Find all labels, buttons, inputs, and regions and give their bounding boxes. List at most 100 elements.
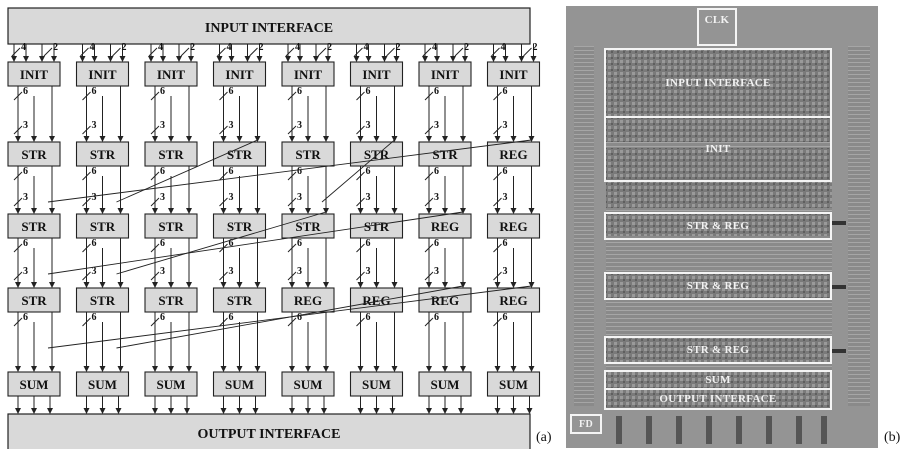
bus2-c7-tick [524, 48, 532, 56]
block-label-r1-c7: REG [499, 147, 527, 162]
bus3-r0-c3-label: 3 [229, 120, 234, 131]
bus4-c6-label: 4 [432, 42, 437, 53]
block-label-r2-c7: REG [499, 219, 527, 234]
bus4-c3-label: 4 [227, 42, 232, 53]
bus6-r1-c7-label: 6 [503, 166, 508, 177]
bus4-c2-tick [149, 48, 157, 56]
chip-clk-region: CLK [697, 8, 737, 46]
bus6-r0-c1-label: 6 [92, 86, 97, 97]
bus6-r1-c6-label: 6 [434, 166, 439, 177]
bus6-r0-c6-label: 6 [434, 86, 439, 97]
bus3-r0-c2-label: 3 [160, 120, 165, 131]
bus6-r3-c1-label: 6 [92, 312, 97, 323]
bus3-r0-c6-label: 3 [434, 120, 439, 131]
bus3-r1-c4-label: 3 [297, 192, 302, 203]
bus2-c4-tick [318, 48, 326, 56]
block-label-r2-c1: STR [90, 219, 116, 234]
bus4-c7-tick [492, 48, 500, 56]
bus6-r1-c2-label: 6 [160, 166, 165, 177]
bus6-r2-c0-label: 6 [23, 238, 28, 249]
bus4-c6-tick [423, 48, 431, 56]
bus4-c0-tick [12, 48, 20, 56]
bus6-r2-c6-label: 6 [434, 238, 439, 249]
bus2-c5-label: 2 [396, 42, 401, 53]
bus4-c5-label: 4 [364, 42, 369, 53]
bus4-c1-tick [81, 48, 89, 56]
block-label-r4-c5: SUM [362, 377, 391, 392]
bus6-r3-c6-label: 6 [434, 312, 439, 323]
bus4-c3-tick [218, 48, 226, 56]
block-label-r0-c5: INIT [362, 67, 391, 82]
chip-str-reg-region-3: STR & REG [604, 336, 832, 364]
bus2-c5-tick [387, 48, 395, 56]
bus6-r3-c5-label: 6 [366, 312, 371, 323]
panel-label-b: (b) [884, 430, 900, 446]
bus6-r1-c0-label: 6 [23, 166, 28, 177]
bus4-c2-label: 4 [158, 42, 163, 53]
block-label-r0-c2: INIT [157, 67, 186, 82]
block-label-r0-c3: INIT [225, 67, 254, 82]
bus6-r2-c7-label: 6 [503, 238, 508, 249]
block-label-r2-c3: STR [227, 219, 253, 234]
block-label-r4-c1: SUM [88, 377, 117, 392]
output-interface-label: OUTPUT INTERFACE [197, 427, 340, 442]
bus6-r0-c0-label: 6 [23, 86, 28, 97]
block-label-r4-c0: SUM [20, 377, 49, 392]
bus2-c1-label: 2 [122, 42, 127, 53]
bus6-r0-c2-label: 6 [160, 86, 165, 97]
bus6-r3-c0-label: 6 [23, 312, 28, 323]
bus2-c3-tick [250, 48, 258, 56]
bus2-c3-label: 2 [259, 42, 264, 53]
bus6-r0-c7-label: 6 [503, 86, 508, 97]
bus2-c1-tick [113, 48, 121, 56]
bus6-r2-c4-label: 6 [297, 238, 302, 249]
bus2-c6-tick [455, 48, 463, 56]
block-label-r0-c1: INIT [88, 67, 117, 82]
bus3-r0-c0-label: 3 [23, 120, 28, 131]
block-label-r4-c2: SUM [157, 377, 186, 392]
block-label-r4-c7: SUM [499, 377, 528, 392]
bus2-c0-tick [44, 48, 52, 56]
chip-init-region: INIT [604, 118, 832, 182]
bus2-c7-label: 2 [533, 42, 538, 53]
chip-str-reg-region-1: STR & REG [604, 212, 832, 240]
bus3-r2-c0-label: 3 [23, 266, 28, 277]
bus6-r2-c5-label: 6 [366, 238, 371, 249]
block-label-r0-c0: INIT [20, 67, 49, 82]
chip-micrograph: CLK INPUT INTERFACE INIT STR & REG STR &… [566, 6, 878, 448]
bus6-r3-c2-label: 6 [160, 312, 165, 323]
block-label-r1-c0: STR [21, 147, 47, 162]
block-label-r2-c0: STR [21, 219, 47, 234]
bus3-r1-c2-label: 3 [160, 192, 165, 203]
bus3-r2-c5-label: 3 [366, 266, 371, 277]
bus2-c6-label: 2 [464, 42, 469, 53]
block-label-r1-c6: STR [432, 147, 458, 162]
bus4-c5-tick [355, 48, 363, 56]
block-label-r2-c2: STR [158, 219, 184, 234]
bus6-r1-c3-label: 6 [229, 166, 234, 177]
bus3-r2-c6-label: 3 [434, 266, 439, 277]
bus2-c0-label: 2 [53, 42, 58, 53]
bus2-c2-tick [181, 48, 189, 56]
bus4-c1-label: 4 [90, 42, 95, 53]
chip-fd-region: FD [570, 414, 602, 434]
bus3-r0-c5-label: 3 [366, 120, 371, 131]
chip-sum-region: SUM [604, 370, 832, 390]
bus6-r3-c7-label: 6 [503, 312, 508, 323]
block-label-r1-c4: STR [295, 147, 321, 162]
bus6-r1-c1-label: 6 [92, 166, 97, 177]
bus4-c7-label: 4 [501, 42, 506, 53]
block-label-r0-c6: INIT [431, 67, 460, 82]
block-label-r4-c6: SUM [431, 377, 460, 392]
bus3-r1-c1-label: 3 [92, 192, 97, 203]
bus6-r0-c3-label: 6 [229, 86, 234, 97]
block-label-r1-c2: STR [158, 147, 184, 162]
block-label-r4-c3: SUM [225, 377, 254, 392]
bus6-r0-c5-label: 6 [366, 86, 371, 97]
block-label-r1-c1: STR [90, 147, 116, 162]
bus3-r1-c7-label: 3 [503, 192, 508, 203]
chip-str-reg-region-2: STR & REG [604, 272, 832, 300]
bus4-c4-tick [286, 48, 294, 56]
block-label-r3-c0: STR [21, 293, 47, 308]
